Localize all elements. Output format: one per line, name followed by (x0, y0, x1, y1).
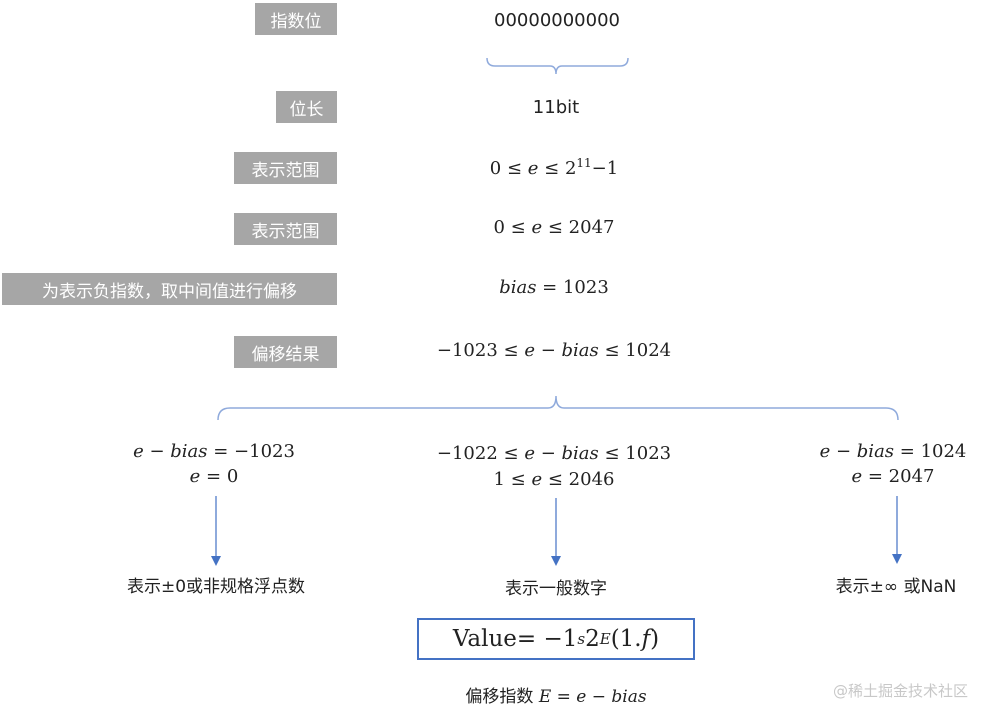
value-range-1: 0 ≤ e ≤ 211−1 (489, 156, 619, 179)
branch-right-line-2: e = 2047 (851, 466, 935, 487)
label-bit-length: 位长 (276, 91, 337, 123)
branch-right-caption: 表示±∞ 或NaN (835, 577, 957, 597)
bottom-caption: 偏移指数 E = e − bias (465, 687, 647, 707)
value-range-2: 0 ≤ e ≤ 2047 (493, 217, 615, 238)
branch-middle-line-1: −1022 ≤ e − bias ≤ 1023 (436, 443, 672, 464)
arrow-middle-head (551, 556, 561, 566)
branch-middle-line-2: 1 ≤ e ≤ 2046 (493, 469, 615, 490)
watermark: @稀土掘金技术社区 (832, 682, 968, 700)
value-length: 11bit (532, 97, 580, 118)
branch-left-caption: 表示±0或非规格浮点数 (126, 577, 306, 597)
label-range-2: 表示范围 (234, 213, 337, 245)
label-exponent-bits: 指数位 (255, 3, 337, 35)
value-bias: bias = 1023 (499, 277, 609, 298)
label-bias-result: 偏移结果 (234, 336, 337, 368)
label-range-1: 表示范围 (234, 152, 337, 184)
value-bias-result: −1023 ≤ e − bias ≤ 1024 (436, 340, 672, 361)
label-bias-description: 为表示负指数，取中间值进行偏移 (2, 273, 337, 305)
value-bits: 00000000000 (494, 10, 620, 31)
arrow-left-head (211, 556, 221, 566)
branch-left-line-2: e = 0 (189, 466, 239, 487)
brace-large (217, 395, 899, 421)
brace-small (486, 57, 629, 75)
formula-lhs: Value (452, 626, 517, 652)
branch-right-line-1: e − bias = 1024 (819, 441, 967, 462)
arrow-right-head (892, 554, 902, 564)
branch-middle-caption: 表示一般数字 (505, 579, 607, 599)
branch-left-line-1: e − bias = −1023 (133, 441, 295, 462)
